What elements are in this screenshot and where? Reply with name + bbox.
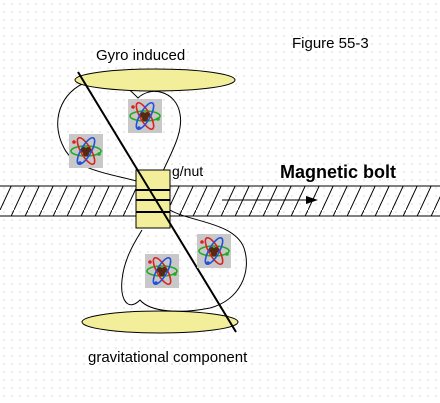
gyro-nut bbox=[135, 169, 171, 229]
atom-icon-top-left bbox=[68, 133, 104, 169]
atom-icon-top-right bbox=[127, 98, 163, 134]
gravity-disc-bottom bbox=[81, 310, 239, 334]
gyro-induced-label: Gyro induced bbox=[96, 47, 185, 64]
gyro-axis bbox=[77, 71, 237, 333]
gyro-disc-top bbox=[74, 68, 236, 92]
magnetic-bolt-label: Magnetic bolt bbox=[280, 162, 396, 182]
atom-icon-bottom-right bbox=[196, 233, 232, 269]
figure-label: Figure 55-3 bbox=[292, 35, 369, 52]
bolt-arrow-icon bbox=[222, 196, 318, 204]
atom-icon-bottom-left bbox=[144, 253, 180, 289]
magnetic-bolt bbox=[0, 185, 440, 217]
gravitational-component-label: gravitational component bbox=[88, 349, 248, 366]
nut-label: g/nut bbox=[172, 163, 203, 179]
